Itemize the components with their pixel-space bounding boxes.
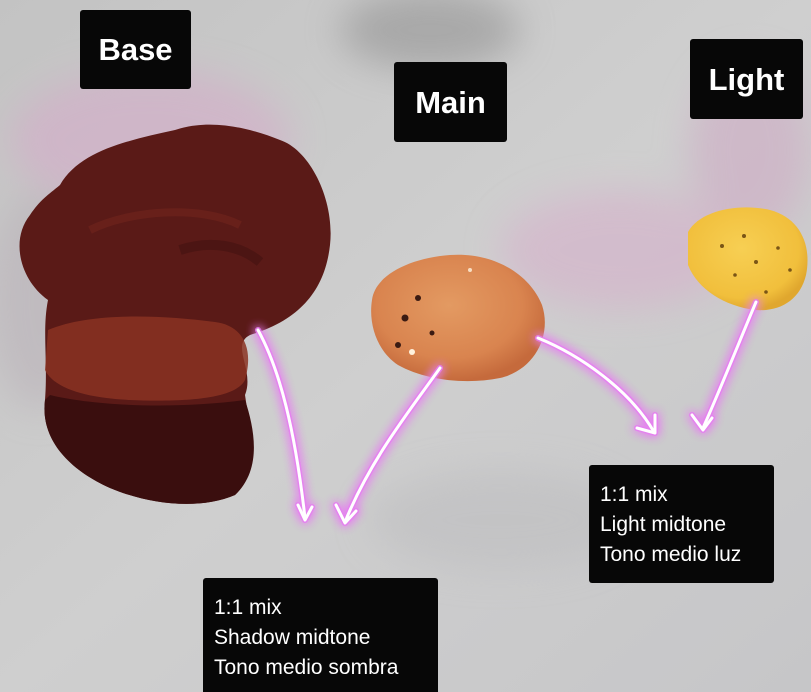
shadow-midtone-english: Shadow midtone xyxy=(214,623,427,653)
light-midtone-english: Light midtone xyxy=(600,510,763,540)
main-label: Main xyxy=(394,62,507,142)
shadow-midtone-note: 1:1 mix Shadow midtone Tono medio sombra xyxy=(203,578,438,692)
shadow-mix-ratio: 1:1 mix xyxy=(214,593,427,623)
light-mix-ratio: 1:1 mix xyxy=(600,480,763,510)
shadow-midtone-spanish: Tono medio sombra xyxy=(214,653,427,683)
base-label: Base xyxy=(80,10,191,89)
light-midtone-note: 1:1 mix Light midtone Tono medio luz xyxy=(589,465,774,583)
light-label: Light xyxy=(690,39,803,119)
light-midtone-spanish: Tono medio luz xyxy=(600,540,763,570)
